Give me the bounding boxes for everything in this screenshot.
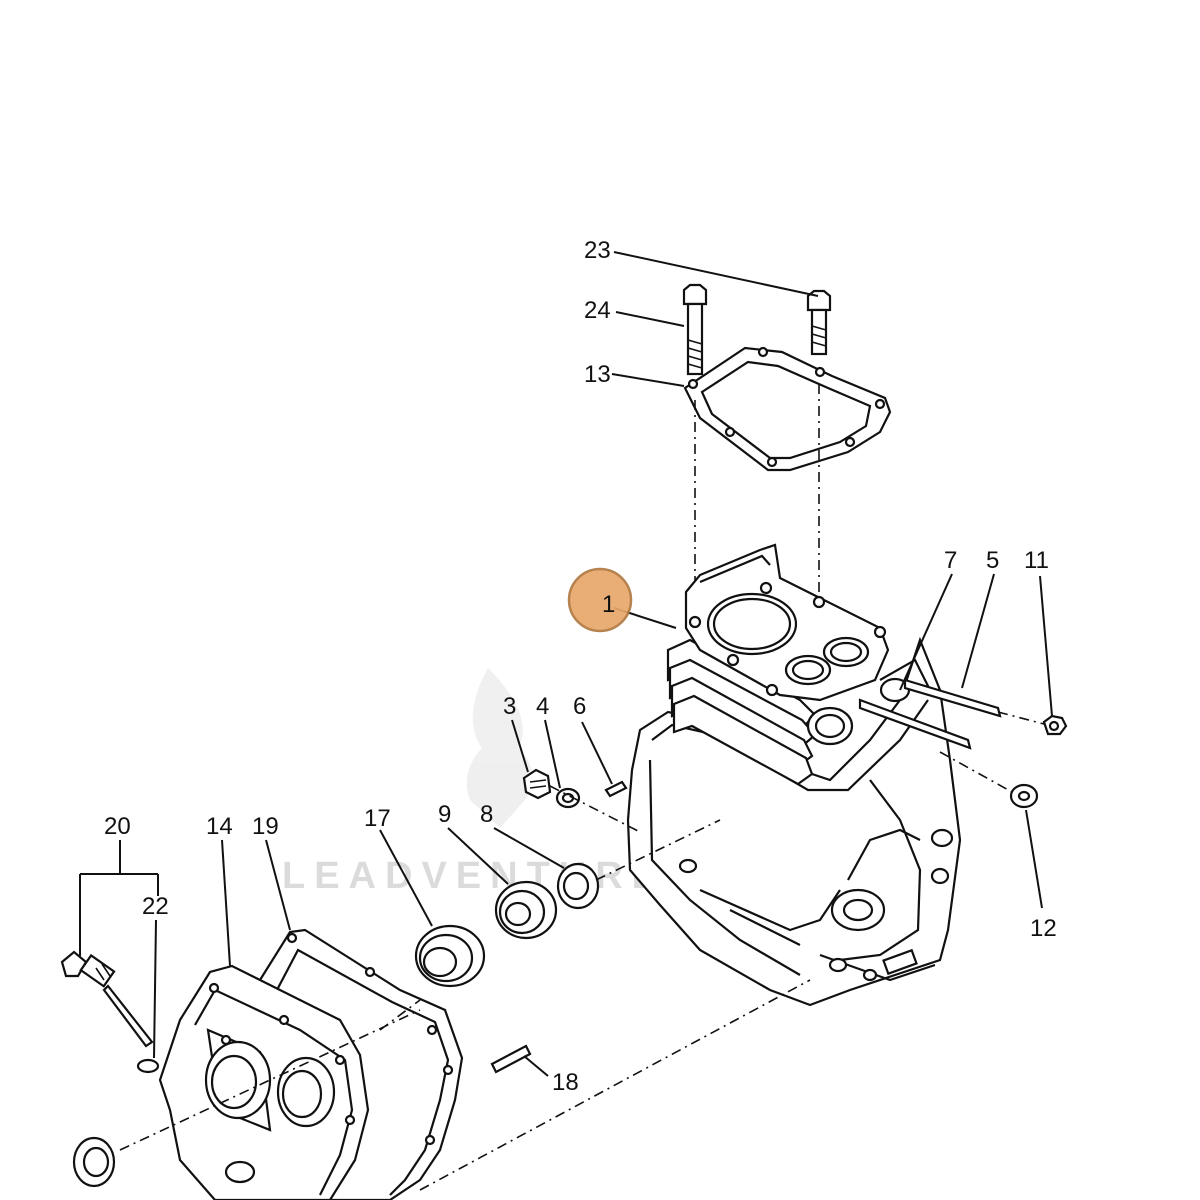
nut-12 [1009, 783, 1039, 809]
callout-3[interactable]: 3 [503, 693, 516, 720]
callout-1[interactable]: 1 [602, 591, 615, 618]
stud-5 [903, 678, 1002, 718]
callout-5[interactable]: 5 [986, 547, 999, 574]
callout-14[interactable]: 14 [206, 813, 233, 840]
head-bolt-right [806, 289, 832, 356]
callout-9[interactable]: 9 [438, 801, 451, 828]
callout-24[interactable]: 24 [584, 297, 611, 324]
highlight-marker[interactable] [567, 567, 633, 633]
watermark-text: LEADVENTURE [282, 855, 666, 897]
callout-8[interactable]: 8 [480, 801, 493, 828]
washer-4 [555, 787, 581, 809]
callout-7[interactable]: 7 [944, 547, 957, 574]
callout-20[interactable]: 20 [104, 813, 131, 840]
bearing-9 [494, 880, 558, 940]
dowel-pin-18 [490, 1044, 532, 1074]
callout-6[interactable]: 6 [573, 693, 586, 720]
dowel-pin-6 [604, 780, 628, 798]
bearing-17 [414, 924, 486, 988]
cylinder-block [626, 543, 962, 1007]
callout-11[interactable]: 11 [1024, 547, 1049, 574]
watermark-logo-icon [466, 668, 533, 828]
callout-labels: 1 3 4 5 6 7 8 9 11 12 13 14 17 18 19 20 … [104, 237, 1057, 1096]
callout-12[interactable]: 12 [1030, 915, 1057, 942]
oil-seal-8 [556, 862, 600, 910]
head-gasket [683, 346, 892, 472]
callout-4[interactable]: 4 [536, 693, 549, 720]
oil-seal-bottom [72, 1136, 116, 1188]
leader-lines [79, 251, 1053, 1077]
o-ring-22 [136, 1058, 160, 1074]
callout-13[interactable]: 13 [584, 361, 611, 388]
callout-18[interactable]: 18 [552, 1069, 579, 1096]
callout-23[interactable]: 23 [584, 237, 611, 264]
callout-22[interactable]: 22 [142, 893, 169, 920]
oil-dipstick-20 [60, 950, 154, 1048]
nut-11 [1042, 714, 1068, 736]
head-bolt-left [682, 283, 708, 376]
stud-7 [858, 698, 972, 750]
watermark: LEADVENTURE [282, 668, 666, 897]
plug-3 [522, 768, 552, 800]
callout-17[interactable]: 17 [364, 805, 391, 832]
callout-19[interactable]: 19 [252, 813, 279, 840]
